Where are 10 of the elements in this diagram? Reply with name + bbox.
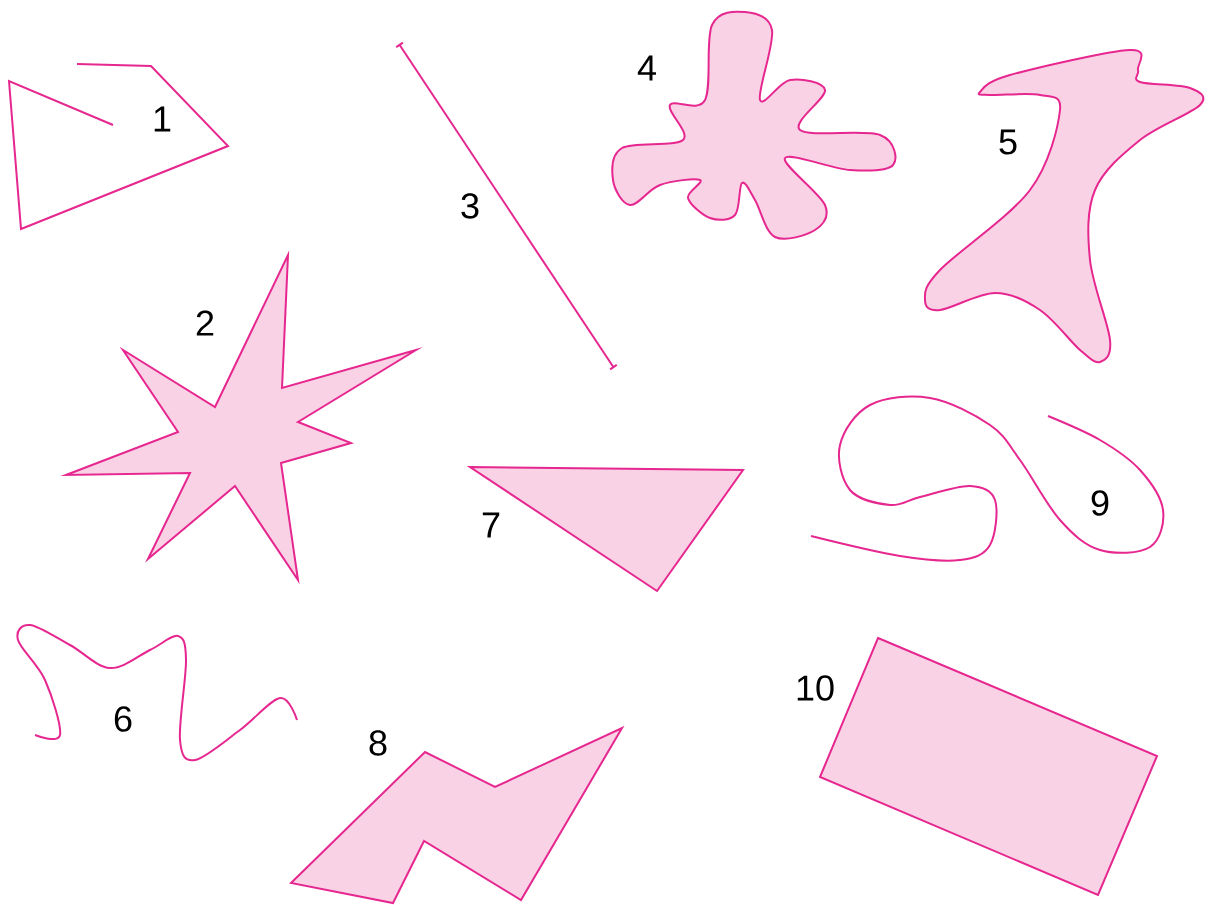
- shape-number: 7: [482, 512, 500, 538]
- shape-number: 4: [637, 55, 656, 81]
- shape-number: 6: [114, 706, 132, 732]
- shape-number: 1: [154, 106, 171, 132]
- shape-number: 3: [461, 193, 479, 219]
- shape-number: 5: [999, 129, 1017, 155]
- shape-number: 9: [1091, 490, 1109, 516]
- shape-number: 10: [797, 675, 834, 701]
- shape-number: 2: [196, 310, 214, 336]
- shape-number: 8: [369, 730, 387, 756]
